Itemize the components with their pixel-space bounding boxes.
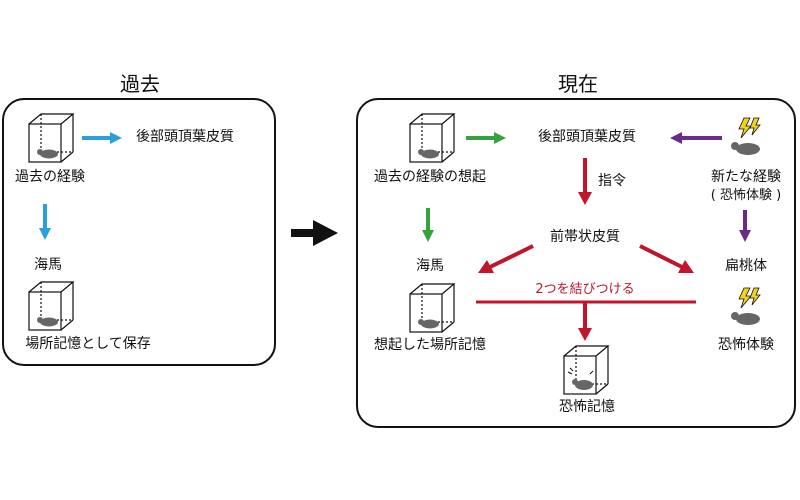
anterior-cingulate-label: 前帯状皮質 (550, 229, 620, 245)
present-arrow-to-amygdala (639, 244, 694, 273)
mouse-in-cage-icon (28, 113, 75, 163)
present-arrow-to-fear-memory (578, 302, 592, 341)
past-experience-label: 過去の経験 (15, 169, 85, 185)
recalled-place-memory-label: 想起した場所記憶 (374, 337, 486, 353)
mouse-icon (736, 143, 760, 155)
mouse-icon (736, 313, 760, 325)
new-experience-label: 新たな経験 (711, 169, 781, 185)
amygdala-label: 扁桃体 (725, 258, 767, 274)
present-arrow-purple-left (670, 132, 722, 144)
present-arrow-green-right (466, 132, 506, 144)
past-arrow-down (39, 204, 51, 240)
link-two-label: 2つを結びつける (535, 282, 635, 297)
past-store-place-label: 場所記憶として保存 (25, 336, 151, 352)
past-arrow-right (82, 132, 122, 144)
mouse-in-cage-icon (28, 281, 75, 331)
transition-arrow (291, 220, 338, 246)
lightning-mouse-icon (731, 117, 761, 155)
recall-past-experience-label: 過去の経験の想起 (374, 169, 486, 185)
present-arrow-command (578, 158, 592, 205)
mouse-in-cage-icon (409, 283, 456, 333)
lightning-icon (738, 117, 752, 139)
past-hippocampus-label: 海馬 (34, 257, 62, 273)
command-label: 指令 (598, 173, 626, 189)
mouse-in-cage-icon (563, 345, 610, 395)
present-panel (356, 98, 796, 428)
fear-memory-label: 恐怖記憶 (559, 399, 615, 415)
lightning-mouse-icon (731, 287, 761, 325)
present-arrow-purple-down (739, 210, 751, 242)
lightning-icon (738, 287, 752, 309)
past-title: 過去 (120, 72, 160, 96)
present-posterior-parietal-label: 後部頭頂葉皮質 (538, 129, 636, 145)
present-title: 現在 (558, 72, 598, 96)
present-arrow-green-down (422, 208, 434, 242)
present-arrow-to-hippocampus (478, 244, 534, 273)
fear-experience-label: 恐怖体験 (718, 337, 774, 353)
present-hippocampus-label: 海馬 (416, 258, 444, 274)
mouse-in-cage-icon (409, 113, 456, 163)
past-posterior-parietal-label: 後部頭頂葉皮質 (136, 129, 234, 145)
fear-experience-paren-label: ( 恐怖体験 ) (710, 188, 782, 203)
